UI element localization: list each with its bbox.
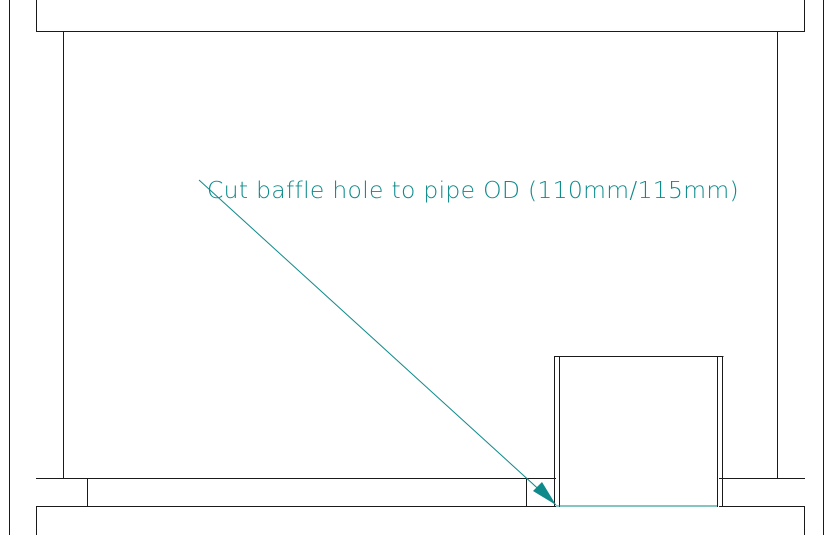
annotation-leader bbox=[198, 179, 717, 507]
bottom-baffle bbox=[36, 478, 805, 507]
leader-arrowhead-icon bbox=[533, 482, 556, 505]
leader-line bbox=[198, 179, 557, 506]
left-outer-wall bbox=[9, 0, 37, 535]
right-outer-wall bbox=[804, 0, 824, 535]
annotation-text: Cut baffle hole to pipe OD (110mm/115mm) bbox=[207, 178, 739, 204]
pipe-section bbox=[554, 356, 724, 507]
